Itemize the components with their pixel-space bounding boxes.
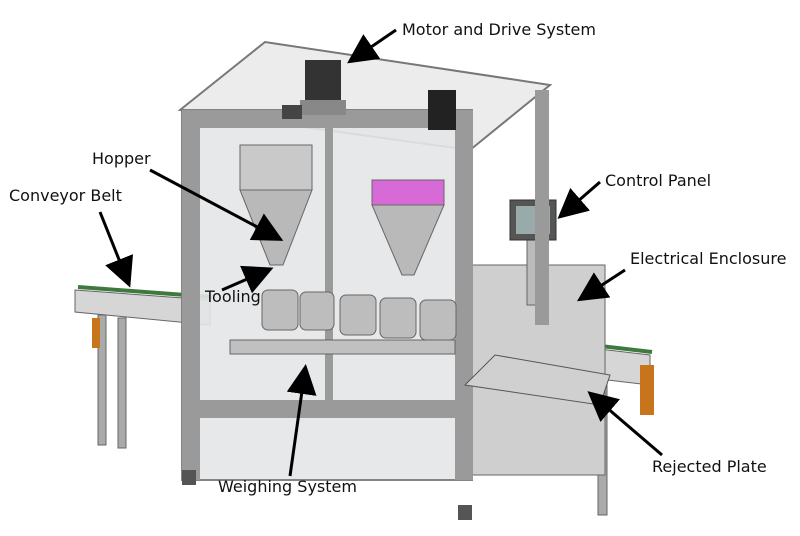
machine-frame (177, 40, 553, 520)
motors (282, 60, 456, 130)
arrow-motor (347, 28, 397, 64)
rejected-plate (463, 354, 611, 406)
arrow-conveyor (98, 211, 134, 288)
arrow-tooling (221, 265, 274, 294)
label-motor: Motor and Drive System (402, 20, 596, 39)
arrow-weighing (286, 364, 317, 477)
arrow-hopper (149, 168, 284, 241)
label-weighing: Weighing System (218, 477, 357, 496)
label-hopper: Hopper (92, 149, 151, 168)
callout-arrows (98, 28, 663, 477)
arrow-electrical (576, 268, 626, 302)
weighing-system (229, 339, 456, 355)
arrow-rejected (587, 391, 663, 457)
label-tooling: Tooling (205, 287, 261, 306)
label-rejected: Rejected Plate (652, 457, 767, 476)
arrow-control-panel (557, 180, 601, 219)
label-electrical: Electrical Enclosure (630, 249, 787, 268)
label-control-panel: Control Panel (605, 171, 712, 190)
label-conveyor: Conveyor Belt (9, 186, 122, 205)
tooling-rings (261, 289, 457, 341)
